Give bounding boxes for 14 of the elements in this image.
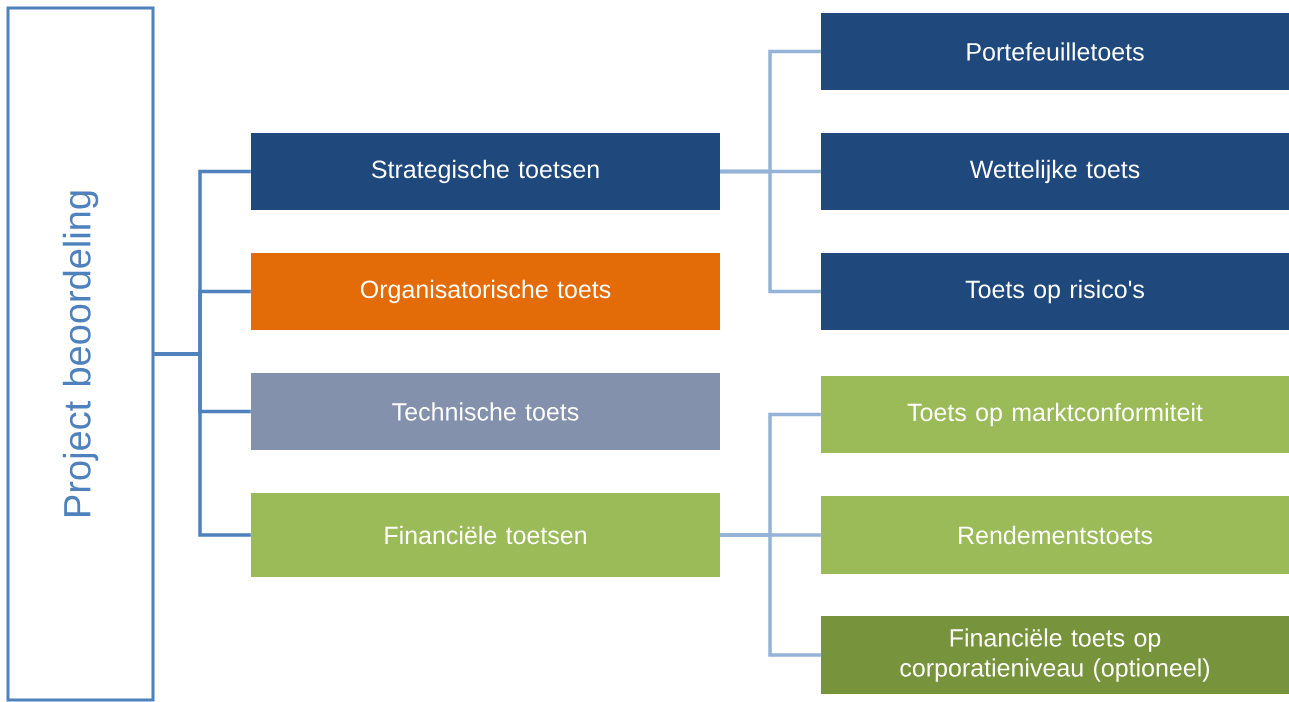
title-box: Project beoordeling	[6, 6, 155, 702]
test-box: Financiële toets op corporatieniveau (optioneel)	[821, 616, 1289, 694]
test-box: Portefeuilletoets	[821, 13, 1289, 90]
connector	[720, 169, 821, 294]
category-box: Organisatorische toets	[251, 253, 720, 330]
test-box: Wettelijke toets	[821, 133, 1289, 210]
connector	[720, 533, 821, 657]
category-box: Technische toets	[251, 373, 720, 450]
test-box: Rendementstoets	[821, 496, 1289, 574]
test-box: Toets op risico's	[821, 253, 1289, 330]
category-box: Financiële toetsen	[251, 493, 720, 577]
connector	[154, 352, 251, 537]
test-box: Toets op marktconformiteit	[821, 376, 1289, 453]
category-box: Strategische toetsen	[251, 133, 720, 210]
